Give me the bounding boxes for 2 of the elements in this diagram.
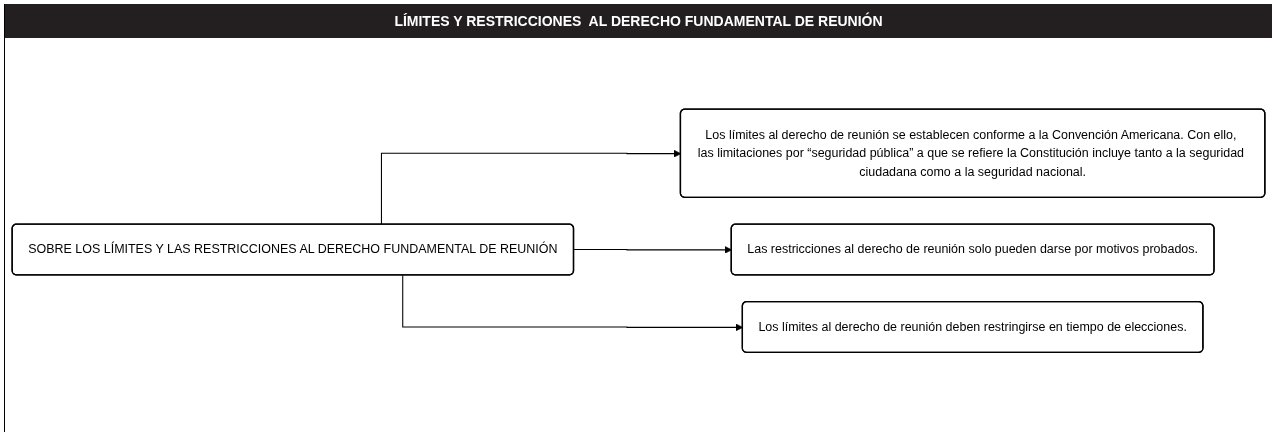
- frame-panel: LÍMITES Y RESTRICCIONES AL DERECHO FUNDAMENTAL DE REUNIÓN SOBRE LOS LÍMITES Y LAS RESTRICCIONES AL DERECHO FUNDAMENTAL DE REUNIÓN Los límites al derecho de reunión se establecen conforme a la Convención Americana. Con ello, las limitaciones por “seguridad pública” a que se refiere la Constitución incluye tanto a la seguridad ciudadana como a la seguridad nacional. Las restricciones al derecho de reunión solo pueden darse por motivos probados. Los límites al derecho de reunión deben restringirse en tiempo de elecciones.: [4, 4, 1272, 432]
- title-bar: LÍMITES Y RESTRICCIONES AL DERECHO FUNDAMENTAL DE REUNIÓN: [5, 4, 1272, 38]
